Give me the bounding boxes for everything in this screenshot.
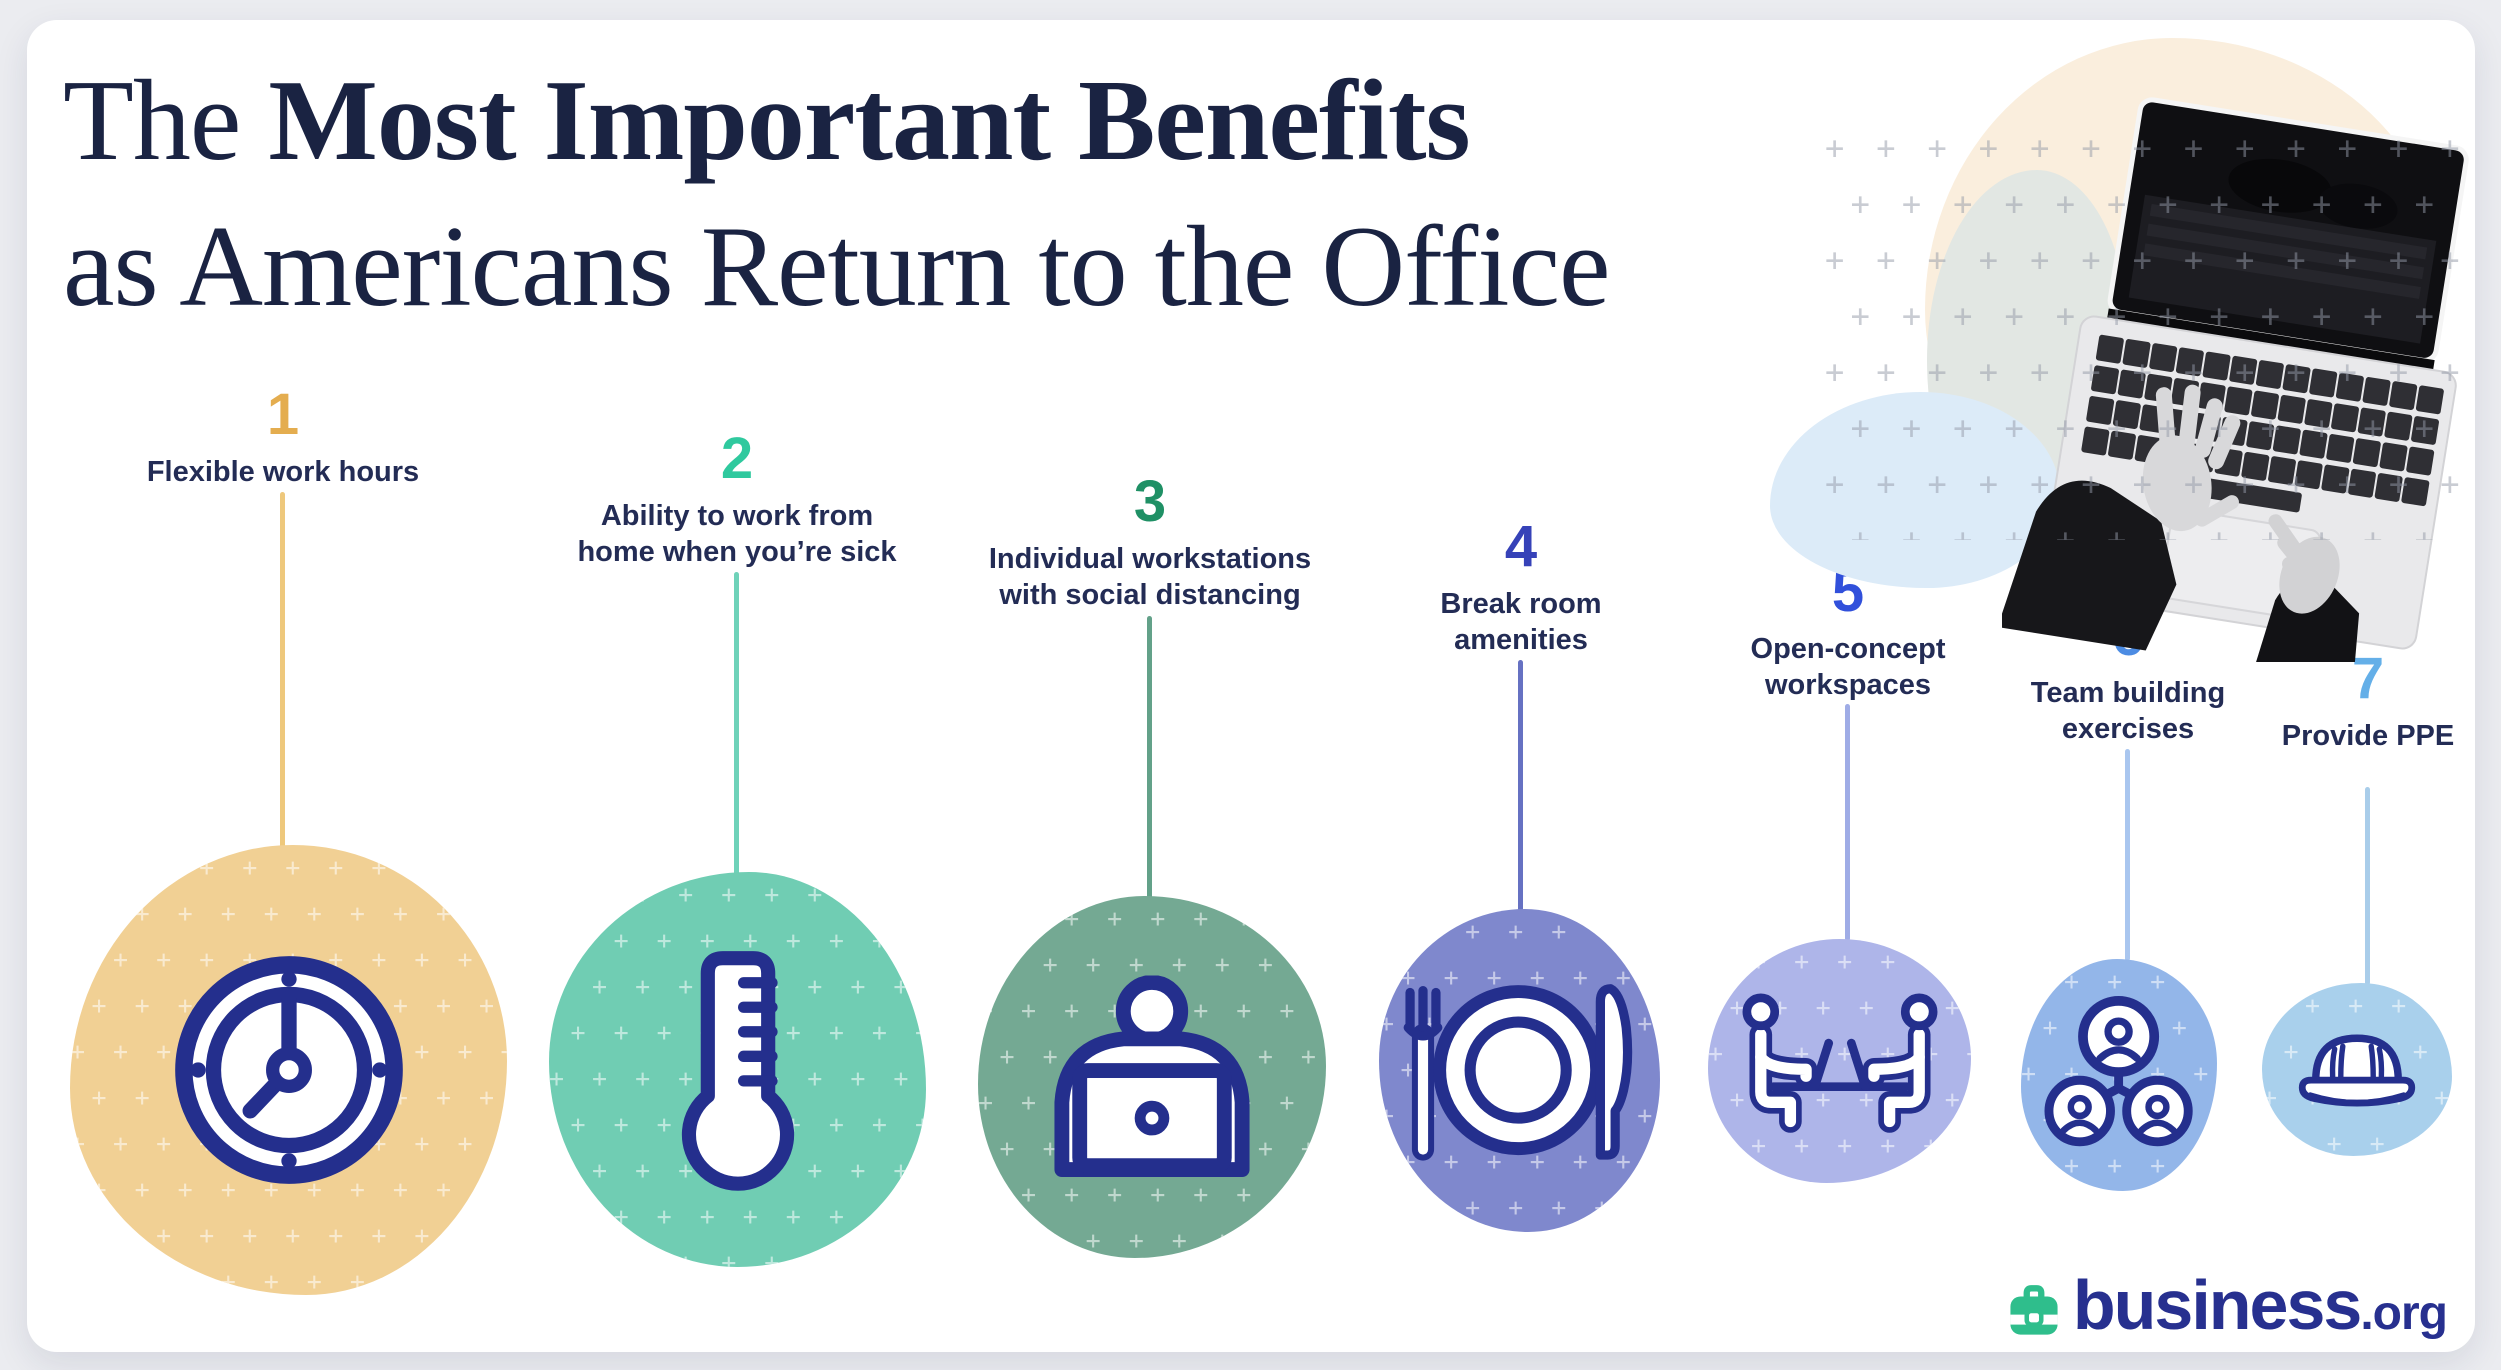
benefit-label: Team building exercises — [2030, 676, 2226, 745]
briefcase-icon — [2010, 1285, 2058, 1335]
logo-brand: business — [2072, 1266, 2362, 1344]
benefit-number: 1 — [266, 382, 300, 447]
clock-icon — [174, 956, 403, 1184]
connector-line — [2125, 749, 2130, 961]
benefit-number: 2 — [720, 426, 754, 491]
connector-line — [734, 572, 739, 876]
businessorg-logo: business.org — [2005, 1266, 2448, 1344]
connector-line — [1518, 660, 1523, 912]
benefit-blob: ++++++++++++++++++++++++++++++++++++++++… — [978, 896, 1326, 1258]
dining-icon — [1403, 983, 1632, 1161]
connector-line — [1147, 616, 1152, 900]
team-network-icon — [2044, 996, 2193, 1147]
laptop-typing-photo — [2002, 97, 2469, 662]
benefit-blob: ++++++++++++++++++++++++++++++++++++++++… — [549, 872, 926, 1267]
benefit-number: 7 — [2351, 646, 2385, 711]
benefit-label: Individual workstations with social dist… — [988, 542, 1312, 611]
title-line1: The Most Important Benefits — [63, 57, 1471, 185]
title-emphasis: Most Important Benefits — [268, 57, 1470, 185]
benefit-number: 4 — [1504, 514, 1538, 579]
benefit-label: Open-concept workspaces — [1750, 632, 1946, 701]
benefit-label: Flexible work hours — [146, 455, 420, 488]
benefit-blob: ++++++++++++++++++++++++++++++++++++++++… — [1708, 939, 1971, 1183]
benefit-header: 4 Break room amenities — [1371, 514, 1671, 658]
person-laptop-icon — [1054, 975, 1250, 1178]
decor-blob-sky — [1770, 392, 2060, 588]
connector-line — [2365, 787, 2370, 985]
benefit-blob: +++++++++++++++++++++++++++++++++++ — [2262, 983, 2452, 1156]
connector-line — [280, 492, 285, 848]
benefit-header: 5 Open-concept workspaces — [1688, 561, 2008, 703]
benefit-header: 2 Ability to work from home when you’re … — [537, 426, 937, 570]
benefit-label: Ability to work from home when you’re si… — [577, 499, 897, 568]
benefit-header: 1 Flexible work hours — [68, 382, 498, 490]
benefit-blob: ++++++++++++++++++++++++++++++++++++++++… — [2021, 959, 2217, 1191]
benefit-label: Break room amenities — [1440, 587, 1602, 656]
thermometer-icon — [681, 950, 794, 1191]
benefit-number: 3 — [1133, 469, 1167, 534]
connector-line — [1845, 704, 1850, 941]
logo-tld: .org — [2360, 1287, 2448, 1340]
benefit-label: Provide PPE — [2281, 719, 2455, 752]
hard-hat-icon — [2298, 1034, 2416, 1107]
infographic-card: The Most Important Benefits as Americans… — [27, 20, 2475, 1352]
coworkers-icon — [1742, 993, 1937, 1133]
benefit-header: 3 Individual workstations with social di… — [935, 469, 1365, 613]
benefit-blob: ++++++++++++++++++++++++++++++++++++++++… — [1379, 909, 1660, 1232]
title-lead: The — [63, 57, 269, 185]
benefit-blob: ++++++++++++++++++++++++++++++++++++++++… — [70, 845, 507, 1295]
title-line2: as Americans Return to the Office — [63, 203, 1610, 331]
page-title: The Most Important Benefits as Americans… — [63, 48, 1610, 340]
benefit-header: 7 Provide PPE — [2228, 646, 2475, 754]
